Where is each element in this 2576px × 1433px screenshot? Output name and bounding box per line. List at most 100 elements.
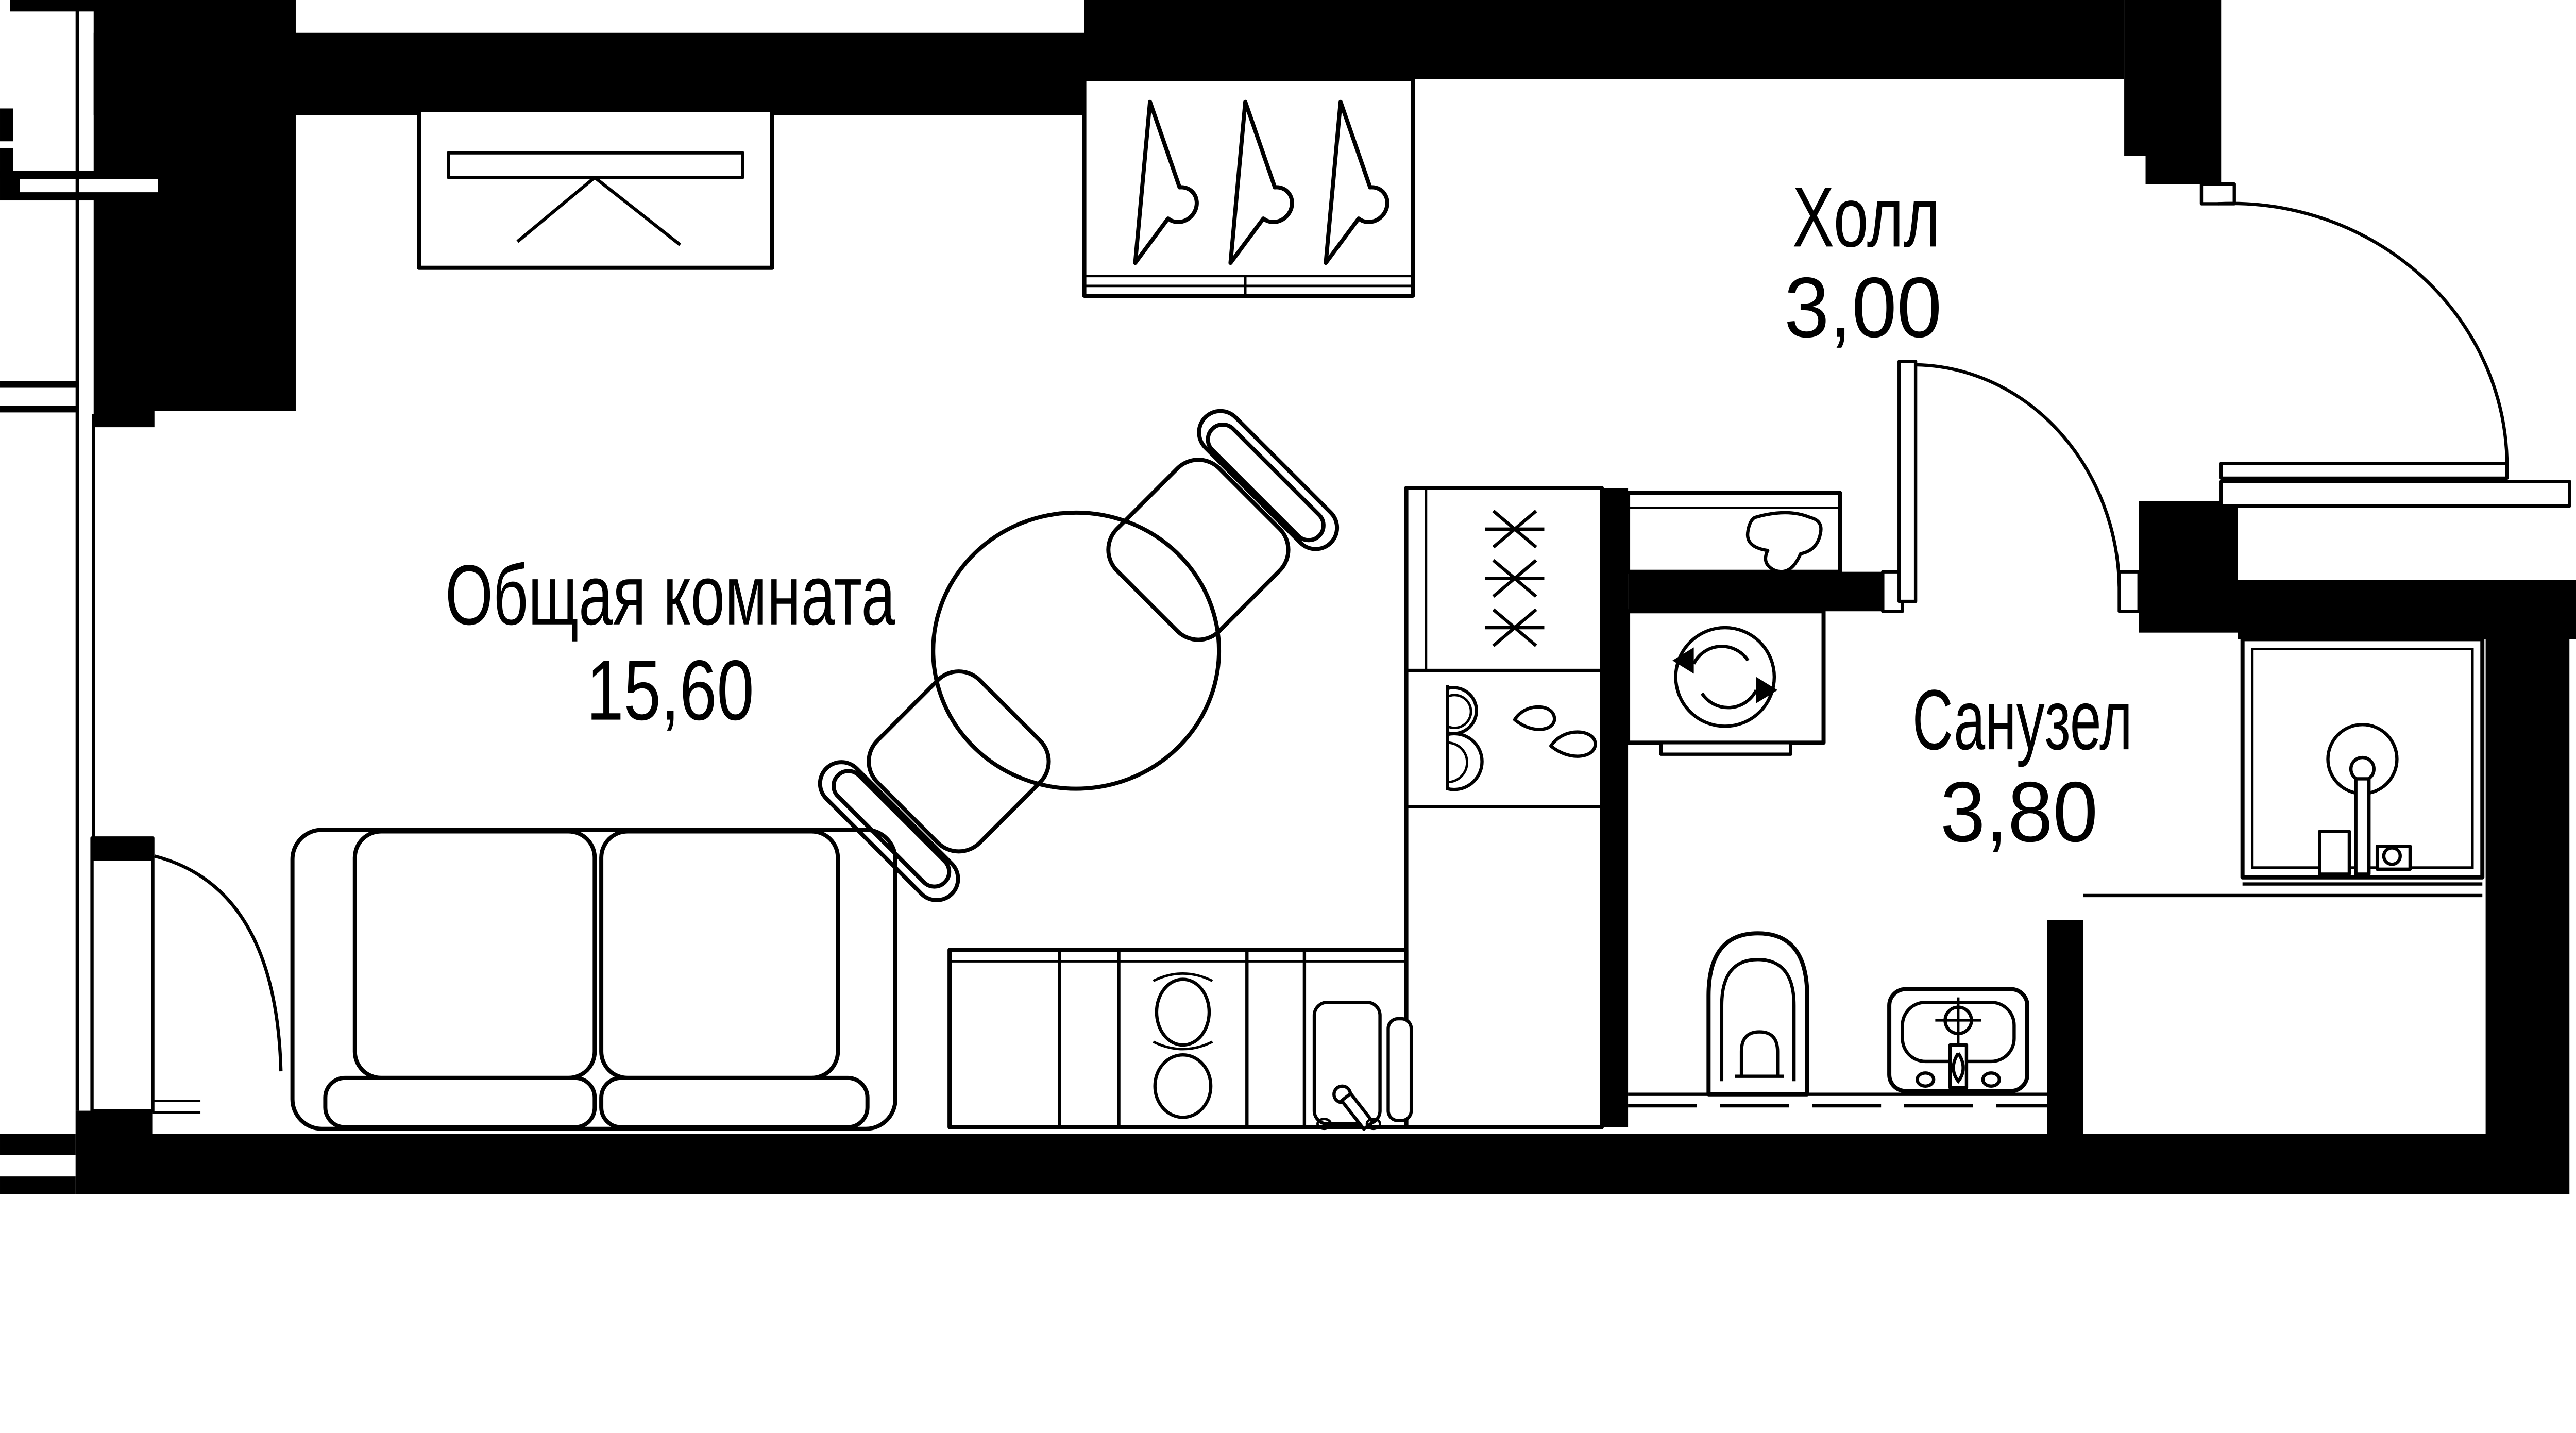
window-wall-left — [0, 0, 164, 1111]
balcony-door-cap — [92, 838, 153, 861]
tv-stand — [417, 108, 774, 270]
drum-arrow-arc — [1700, 689, 1758, 710]
room-area-hall: 3,00 — [1784, 260, 1942, 356]
chair-backrest-inner — [832, 769, 952, 889]
shower-pipe — [2354, 777, 2371, 876]
toilet-inner — [1720, 958, 1796, 1082]
shoe-icon — [1745, 511, 1823, 574]
kitchen-sink — [1312, 1000, 1413, 1131]
hanger-icon — [1133, 99, 1199, 265]
wall-cap-top-left — [93, 411, 155, 428]
washing-machine — [1626, 609, 1826, 756]
room-name-living: Общая комната — [445, 548, 895, 643]
toilet-drain-icon — [1735, 1030, 1785, 1078]
wall-bath-jog — [2047, 920, 2083, 1134]
toilet — [1706, 931, 1809, 1097]
bathroom-door-arc — [1916, 363, 2121, 587]
sink-drainboard — [1386, 1017, 1413, 1122]
wall-entry-block — [2124, 0, 2222, 156]
water-drop-icon — [1549, 730, 1597, 758]
bathroom-door-jamb-right — [2117, 570, 2141, 613]
balcony-door-arc — [154, 854, 283, 1072]
freezer-star-icon — [1485, 608, 1545, 647]
wall-bottom-band — [75, 1134, 2570, 1195]
hanger-icon — [1228, 99, 1294, 265]
wall-top-left-band — [93, 32, 1084, 115]
burner-arc — [1153, 1040, 1213, 1051]
entrance-door-jamb — [2199, 182, 2236, 206]
bathroom-door-leaf — [1897, 360, 1918, 603]
window-tick-1 — [0, 108, 13, 142]
burner-arc — [1153, 972, 1213, 982]
sink-bowl-small-inner — [1447, 694, 1472, 730]
chair-seat — [1106, 458, 1291, 642]
wall-entry-block-step — [2145, 156, 2222, 184]
sink-bowl-large-inner — [1447, 741, 1468, 784]
wall-top-right-band — [1084, 0, 2125, 79]
chair-backrest-inner — [1206, 423, 1326, 543]
wall-shower-top — [2238, 580, 2576, 639]
wardrobe — [1082, 77, 1415, 298]
chair-top-right — [1106, 409, 1340, 642]
room-labels: Общая комната 15,60 Холл 3,00 Санузел 3,… — [445, 170, 2132, 859]
kitchen-counter — [947, 948, 1413, 1131]
shower-knob — [2382, 846, 2402, 866]
water-drop-icon — [1513, 705, 1556, 731]
room-name-bathroom: Санузел — [1912, 672, 2132, 768]
toilet-outer — [1706, 931, 1809, 1097]
sink-section — [1446, 685, 1597, 791]
window-sill-notch — [20, 179, 158, 193]
wall-hall-bath — [1628, 571, 1883, 612]
tap-handle-icon — [1981, 1071, 2001, 1088]
chair-seat — [867, 669, 1051, 854]
room-name-hall: Холл — [1792, 170, 1940, 265]
drum-arrow-arc — [1692, 645, 1750, 665]
window-transom-1 — [0, 381, 77, 388]
dining-set — [818, 409, 1340, 902]
balcony-door — [90, 836, 283, 1114]
tap-handle-icon — [1365, 1118, 1381, 1131]
washing-machine-drum — [1674, 626, 1776, 728]
entrance-door-leaf — [2219, 462, 2509, 480]
tv-stand-box — [417, 108, 774, 270]
washing-machine-box — [1626, 609, 1826, 745]
window-head-band — [10, 0, 164, 12]
tap-handle-icon — [1916, 1071, 1936, 1088]
wall-outside-stripe-2 — [0, 1176, 76, 1195]
sink-bowl-large — [1447, 732, 1484, 791]
washbasin — [1887, 987, 2029, 1093]
entrance-door — [2199, 182, 2571, 508]
balcony-door-leaf — [90, 836, 155, 1112]
sofa-bolster-left — [323, 1075, 597, 1129]
hanger-icon — [1324, 99, 1389, 265]
chair-bottom-left — [818, 669, 1051, 902]
wall-right-column — [2485, 639, 2570, 1134]
freezer-star-icon — [1485, 510, 1545, 549]
kitchen-tall-unit — [1404, 486, 1604, 1129]
tv-bracket-icon — [516, 176, 682, 246]
wall-kitchen-divider — [1602, 488, 1629, 1127]
wall-bottom-left-junction — [75, 1110, 153, 1134]
freezer-star-icon — [1485, 559, 1545, 598]
bathroom — [1628, 637, 2485, 1108]
washing-machine-base — [1659, 741, 1792, 756]
faucet-drop-icon — [1952, 1052, 1965, 1084]
entrance-door-arc — [2217, 201, 2509, 468]
walls — [0, 0, 2576, 1195]
burner-icon — [1155, 977, 1211, 1047]
room-area-bathroom: 3,80 — [1940, 765, 2098, 860]
drum-arrow-icon — [1756, 677, 1778, 703]
chair-backrest — [1197, 409, 1340, 551]
floor-plan-page: Общая комната 15,60 Холл 3,00 Санузел 3,… — [0, 0, 2576, 1195]
burner-icon — [1153, 1053, 1213, 1119]
floor-plan: Общая комната 15,60 Холл 3,00 Санузел 3,… — [0, 0, 2576, 1195]
chair-backrest — [818, 760, 960, 902]
shower-mixer — [2318, 830, 2351, 876]
wall-outside-stripe-1 — [0, 1134, 76, 1155]
sink-main-bowl — [1312, 1000, 1382, 1126]
window-transom-2 — [0, 406, 77, 413]
sofa-cushion-right — [599, 829, 840, 1080]
tap-handle-icon — [1316, 1118, 1332, 1131]
drain-cross-lines — [1935, 997, 1981, 1043]
bathroom-door — [1881, 360, 2141, 613]
